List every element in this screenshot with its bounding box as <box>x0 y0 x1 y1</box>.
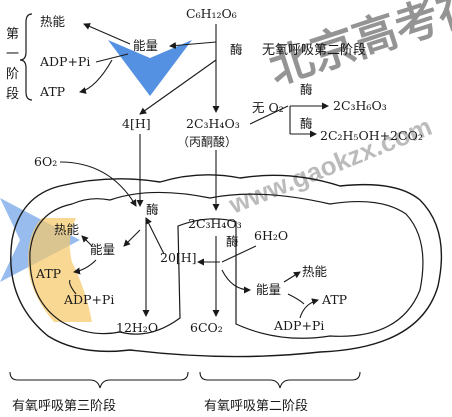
arrow-energy-to-atp-left <box>73 259 97 275</box>
arrow-energy-to-heat-left <box>81 235 93 247</box>
stage1-adp: ADP+Pi <box>39 54 90 69</box>
footer-stage3: 有氧呼吸第三阶段 <box>12 399 116 414</box>
mitochondrion-highlight <box>28 218 92 322</box>
arrow-third-to-energy <box>123 229 141 247</box>
mitochondrion-outer-membrane <box>10 174 443 358</box>
mito-energy-right: 能量 <box>256 282 281 297</box>
arrow-h2o-to-stage2 <box>221 245 257 263</box>
arrow-to-nadh <box>139 59 217 115</box>
arrow-energy-to-atp-right <box>287 293 305 305</box>
arrow-pyruvate-to-anaerobic <box>249 105 289 125</box>
mito-enzyme-mid: 酶 <box>226 234 239 249</box>
mito-atp-right: ATP <box>321 292 347 307</box>
brace-stage2 <box>199 371 361 389</box>
stage1-pyruvate: 2C₃H₄O₃ <box>186 116 240 131</box>
arrow-o2-in <box>59 161 137 207</box>
arrow-nadh-20-to-third <box>145 217 165 255</box>
mito-adp-right: ADP+Pi <box>273 318 324 333</box>
arrow-adp-to-energy <box>95 53 129 63</box>
stage1-brace <box>19 13 33 101</box>
mito-nadh-20: 20[H] <box>160 250 197 265</box>
mito-enzyme-left: 酶 <box>146 202 159 217</box>
anaerobic-product-2: 2C₂H₅OH+2CO₂ <box>320 128 423 143</box>
stage1-char-4: 段 <box>6 87 19 102</box>
stage1-char-3: 阶 <box>6 67 19 82</box>
anaerobic-title: 无氧呼吸第二阶段 <box>262 43 366 58</box>
mito-adp-left: ADP+Pi <box>63 292 114 307</box>
stage1-char-1: 第 <box>6 27 19 42</box>
arrow-adp-to-atp-right <box>299 298 319 319</box>
arrow-energy-to-heat-right <box>283 271 301 283</box>
stage1-energy: 能量 <box>133 38 158 53</box>
arrow-logo-icon <box>108 40 192 96</box>
mito-water-out: 12H₂O <box>116 320 158 335</box>
arrow-energy-to-heat <box>83 23 131 45</box>
anaerobic-enzyme-bottom: 酶 <box>300 116 313 131</box>
mito-o2: 6O₂ <box>34 154 57 169</box>
footer-stage2: 有氧呼吸第二阶段 <box>204 399 308 414</box>
mitochondrion-inner-membrane <box>29 191 424 339</box>
arrow-to-energy <box>169 41 217 49</box>
mito-atp-left: ATP <box>35 266 61 281</box>
arrow-adp-to-atp-left <box>69 279 77 295</box>
mito-co2-out: 6CO₂ <box>190 320 223 335</box>
mito-pyruvate-in: 2C₃H₄O₃ <box>188 216 242 231</box>
stage1-pyruvate-name: （丙酮酸） <box>177 134 237 149</box>
arrow-stage2-to-energy <box>221 269 251 294</box>
mito-heat-right: 热能 <box>302 264 328 279</box>
anaerobic-enzyme-top: 酶 <box>300 82 313 97</box>
brace-stage3 <box>9 371 189 389</box>
anaerobic-product-1: 2C₃H₆O₃ <box>333 98 387 113</box>
stage1-atp: ATP <box>39 84 65 99</box>
stage1-nadh: 4[H] <box>122 116 151 131</box>
stage1-glucose: C₆H₁₂O₆ <box>186 6 237 21</box>
mito-energy-left: 能量 <box>90 242 115 257</box>
stage1-bracket-label: 第 一 阶 段 <box>6 27 19 102</box>
stage1-char-2: 一 <box>6 47 19 62</box>
anaerobic-no-o2: 无 O₂ <box>252 100 284 115</box>
stage1-heat: 热能 <box>40 14 66 29</box>
mito-heat-left: 热能 <box>54 222 80 237</box>
mito-h2o-in: 6H₂O <box>254 228 288 243</box>
arrow-to-atp <box>79 59 113 94</box>
stage1-enzyme: 酶 <box>230 42 243 57</box>
